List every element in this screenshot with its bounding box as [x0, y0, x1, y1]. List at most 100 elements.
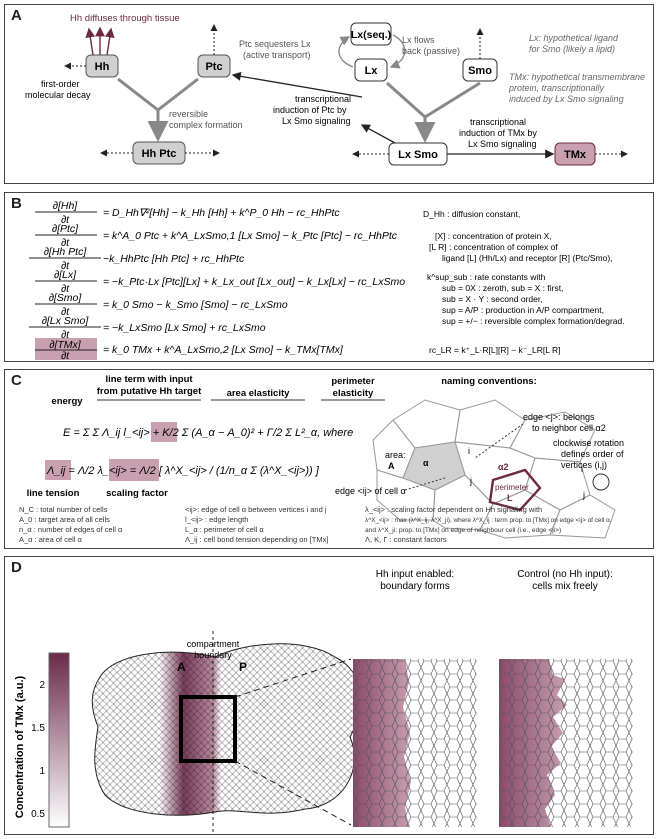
panel-a-label: A	[11, 7, 22, 24]
legend-m4: Λ_ij : cell bond tension depending on [T…	[185, 535, 328, 544]
hh-enabled-title-2: boundary forms	[380, 581, 449, 592]
legend-r3: and λ^X_ji: prop. to [TMx] on edge of ne…	[365, 527, 561, 534]
def-10: rc_LR = k⁺_L·R[L][R] − k⁻_LR[L R]	[429, 345, 560, 355]
control-tissue	[499, 659, 633, 827]
colorbar-ticks: 2 1.5 1 0.5	[31, 680, 45, 820]
edge-belongs-label: edge <j>: belongs	[523, 412, 595, 422]
clockwise-icon	[592, 473, 610, 491]
active-transport-label: (active transport)	[243, 50, 311, 60]
induction-tmx-2: induction of TMx by	[459, 128, 537, 138]
eq-ptc-den: ∂t	[61, 237, 70, 249]
legend-l1: N_C : total number of cells	[19, 505, 108, 514]
eq-smo-rhs: = k_0 Smo − k_Smo [Smo] − rc_LxSmo	[103, 299, 288, 311]
compartment-label-1: compartment	[187, 639, 240, 649]
lx-def-1: Lx: hypothetical ligand	[529, 33, 619, 43]
colorbar	[48, 652, 70, 828]
legend-m2: l_<ij> : edge length	[185, 515, 248, 524]
hh-enabled-title-1: Hh input enabled:	[376, 569, 454, 580]
node-lx-label: Lx	[365, 65, 379, 77]
def-9: sup = +/− : reversible complex formation…	[442, 316, 625, 326]
scaling-factor-label: scaling factor	[106, 488, 168, 499]
induction-ptc-2: induction of Ptc by	[273, 105, 347, 115]
induction-ptc-1: transcriptional	[295, 94, 351, 104]
eq-tmx-den: ∂t	[61, 350, 70, 361]
line-term-header-1: line term with input	[105, 374, 193, 385]
panel-d: D	[4, 556, 654, 835]
eq-hh-num: ∂[Hh]	[53, 200, 79, 212]
eq-tmx-num: ∂[TMx]	[49, 339, 82, 351]
area-a-label: A	[388, 461, 395, 471]
eq-lxsmo-den: ∂t	[61, 329, 70, 341]
eq-hh-den: ∂t	[61, 214, 70, 226]
energy-header: energy	[51, 396, 83, 407]
legend-l3: n_α : number of edges of cell α	[19, 525, 123, 534]
control-title-1: Control (no Hh input):	[517, 569, 613, 580]
perimeter-label: perimeter	[495, 483, 529, 492]
hh-diffuses-label: Hh diffuses through tissue	[70, 13, 180, 24]
legend-r4: Λ, K, Γ : constant factors	[365, 535, 447, 544]
clockwise-3: vertices (i,j)	[561, 460, 607, 470]
legend-m1: <ij>: edge of cell α between vertices i …	[185, 505, 327, 514]
eq-lxsmo-num: ∂[Lx Smo]	[42, 315, 90, 327]
panel-b: B ∂[Hh] ∂t = D_Hh∇²[Hh] − k_Hh [Hh] + k^…	[4, 192, 654, 362]
induction-ptc-3: Lx Smo signaling	[282, 116, 351, 126]
node-smo-label: Smo	[468, 65, 492, 77]
zoom-box	[179, 695, 237, 763]
energy-equation: E = Σ Σ Λ_ij l_<ij> + K/2 Σ (A_α − A_0)²…	[63, 427, 353, 439]
area-elasticity-header: area elasticity	[227, 388, 291, 399]
eq-tmx-rhs: = k_0 TMx + k^A_LxSmo,2 [Lx Smo] − k_TMx…	[103, 344, 344, 356]
neighbor-label: to neighbor cell α2	[532, 423, 606, 433]
line-tension-label: line tension	[27, 488, 80, 499]
eq-ptc-rhs: = k^A_0 Ptc + k^A_LxSmo,1 [Lx Smo] − k_P…	[103, 230, 398, 242]
perimeter-header-2: elasticity	[333, 388, 374, 399]
vertex-i-1: i	[468, 446, 470, 456]
cbar-tick-0-5: 0.5	[31, 809, 45, 820]
ode-system: ∂[Hh] ∂t = D_Hh∇²[Hh] − k_Hh [Hh] + k^P_…	[29, 200, 625, 361]
edge-of-cell-label: edge <ij> of cell α	[335, 486, 406, 496]
first-order-label: first-order	[41, 79, 80, 89]
naming-conventions-header: naming conventions:	[441, 376, 537, 387]
panel-c-label: C	[11, 372, 22, 389]
ptc-sequesters-label: Ptc sequesters Lx	[239, 39, 311, 49]
eq-lx-den: ∂t	[61, 283, 70, 295]
alpha2-label: α2	[498, 462, 509, 472]
tmx-def-1: TMx: hypothetical transmembrane	[509, 72, 645, 82]
legend-r2: λ^X_<ij> : max (λ^X_ij, λ^X_ji), where λ…	[365, 517, 612, 524]
node-lx-seq-label: Lx(seq.)	[351, 29, 391, 41]
legend-l4: A_α : area of cell α	[19, 535, 83, 544]
p-compartment-label: P	[239, 660, 247, 674]
a-compartment-label: A	[177, 660, 186, 674]
node-hh-ptc-label: Hh Ptc	[142, 148, 177, 160]
area-label: area:	[385, 450, 406, 460]
node-tmx-label: TMx	[564, 149, 587, 161]
eq-hh-rhs: = D_Hh∇²[Hh] − k_Hh [Hh] + k^P_0 Hh − rc…	[103, 207, 340, 219]
eq-ptc-num: ∂[Ptc]	[52, 223, 79, 235]
eq-smo-den: ∂t	[61, 306, 70, 318]
hh-enabled-tissue	[353, 659, 477, 827]
def-3: [L R] : concentration of complex of	[429, 242, 558, 252]
eq-hhptc-den: ∂t	[61, 260, 70, 272]
eq-smo-num: ∂[Smo]	[49, 292, 83, 304]
lambda-equation: Λ_ij = Λ/2 λ_<ij> = Λ/2 [ λ^X_<ij> / (1/…	[46, 465, 320, 477]
perimeter-cell	[488, 468, 542, 512]
def-5: k^sup_sub : rate constants with	[427, 272, 546, 282]
colorbar-label: Concentration of TMx (a.u.)	[14, 675, 26, 818]
def-8: sup = A/P : production in A/P compartmen…	[442, 305, 604, 315]
clockwise-2: defines order of	[561, 449, 624, 459]
def-4: ligand [L] (Hh/Lx) and receptor [R] (Ptc…	[442, 253, 613, 263]
tmx-highlight	[35, 338, 97, 360]
legend-m3: L_α : perimeter of cell α	[185, 525, 264, 534]
lx-def-2: for Smo (likely a lipid)	[529, 44, 615, 54]
vertex-i-2: i	[581, 464, 583, 474]
line-term-header-2: from putative Hh target	[97, 386, 202, 397]
node-lx-seq	[350, 22, 392, 46]
eq-hhptc-num: ∂[Hh Ptc]	[44, 246, 88, 258]
lambda-ij-box	[45, 460, 71, 480]
alpha-label: α	[423, 458, 429, 468]
eq-lx-rhs: = −k_Ptc·Lx [Ptc][Lx] + k_Lx_out [Lx_out…	[103, 276, 405, 288]
def-1: D_Hh : diffusion constant,	[423, 209, 520, 219]
lambda-ij-highlight	[151, 422, 177, 442]
node-ptc-label: Ptc	[205, 61, 222, 73]
induction-tmx-1: transcriptional	[470, 117, 526, 127]
legend-l2: A_0 : target area of all cells	[19, 515, 110, 524]
